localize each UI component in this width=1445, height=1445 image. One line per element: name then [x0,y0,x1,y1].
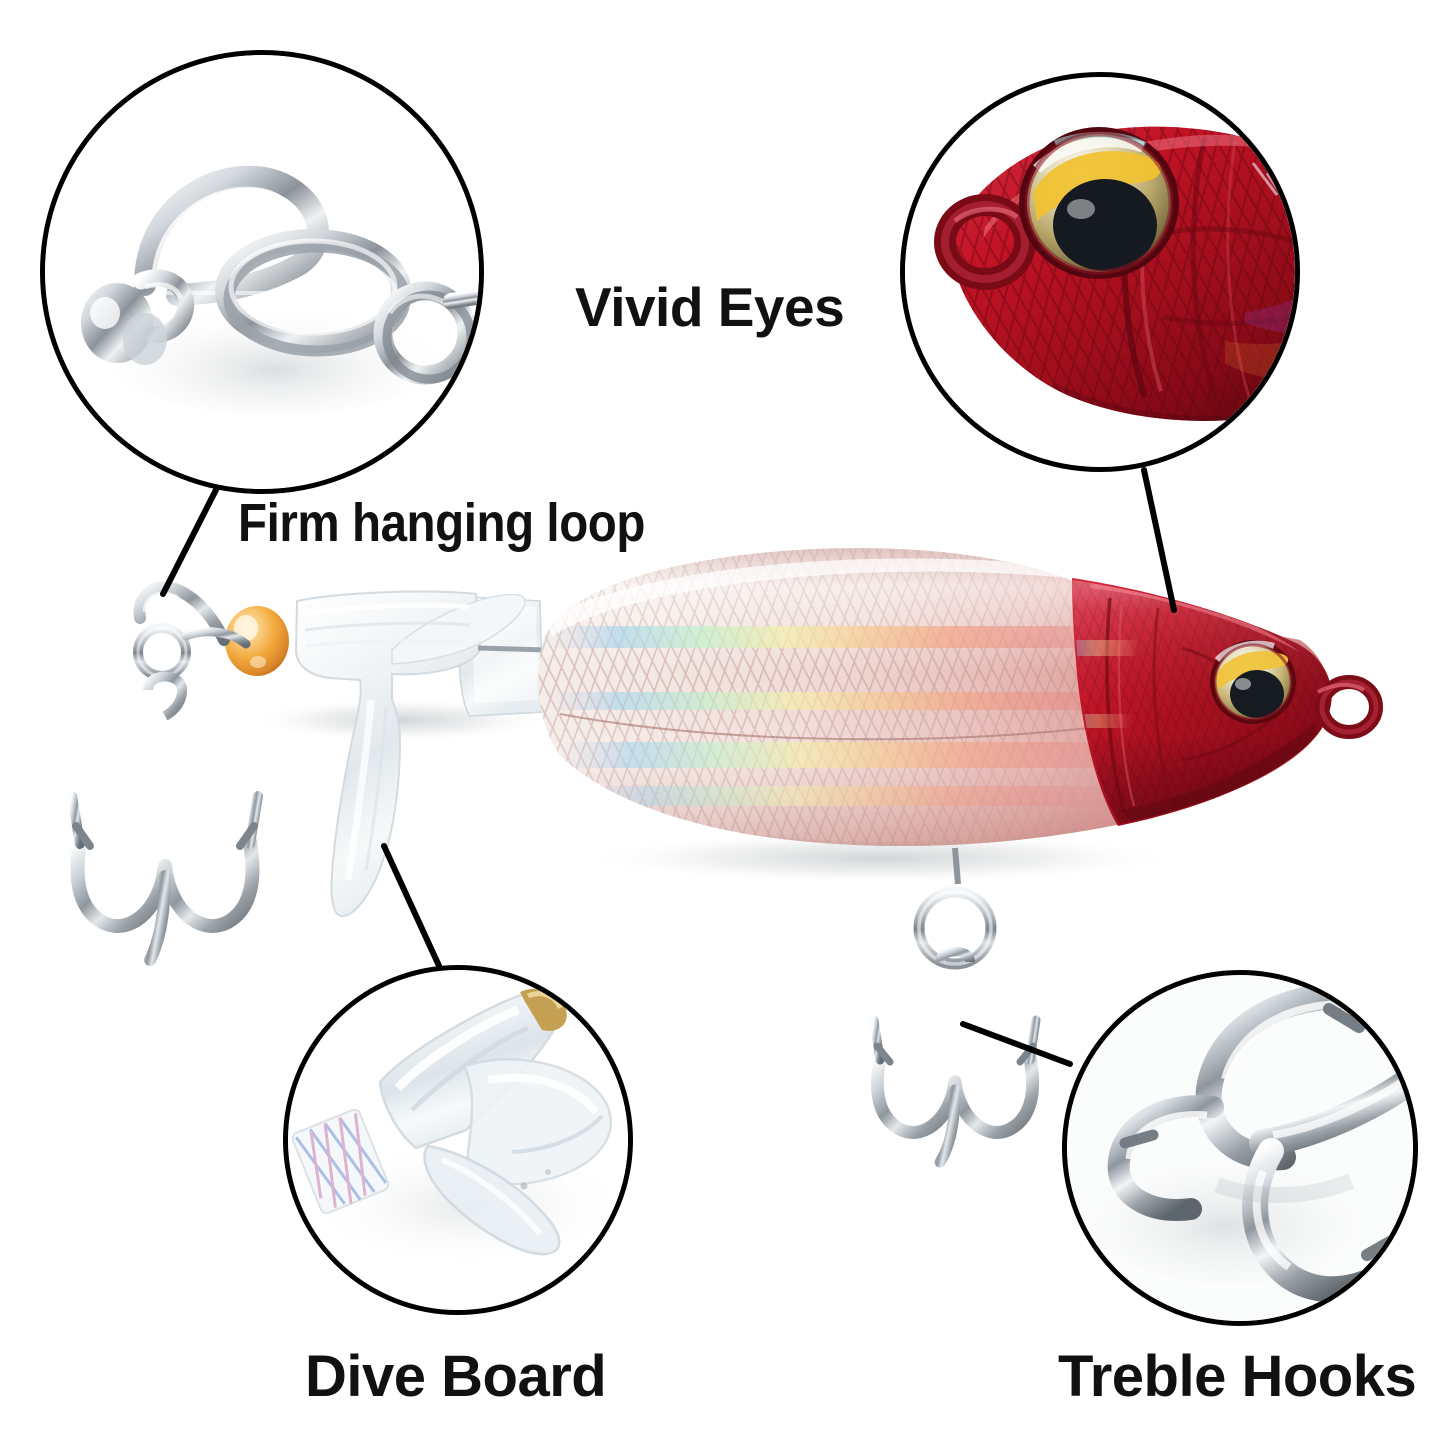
leader-lines [160,467,1177,1067]
dive-board-part [225,590,549,918]
callout-vivid-eyes[interactable] [900,72,1300,472]
callout-hanging-loop[interactable] [40,50,484,494]
callout-treble-hooks[interactable] [1062,970,1418,1326]
eye-part [1210,640,1296,724]
label-treble-hooks: Treble Hooks [1058,1344,1417,1409]
leader-vivid-eyes [1141,467,1177,613]
label-vivid-eyes: Vivid Eyes [575,276,845,338]
leader-firm-loop [160,475,225,597]
leader-treble [960,1021,1073,1067]
front-treble-hook-part [67,581,263,966]
callout-dive-board[interactable] [283,965,633,1315]
label-firm-hanging-loop: Firm hanging loop [238,493,645,553]
treble-hooks-detail-art [1067,975,1413,1321]
vivid-eyes-detail-art [905,77,1295,467]
label-dive-board: Dive Board [305,1344,607,1409]
lure-body-part [538,548,1330,846]
hanging-loop-detail-art [45,55,479,489]
belly-treble-hook-part [869,847,1041,1168]
lure-head-part [1072,578,1383,826]
nose-ring-part [1315,675,1383,739]
dive-board-detail-art [288,970,628,1310]
leader-dive-board [381,843,443,971]
